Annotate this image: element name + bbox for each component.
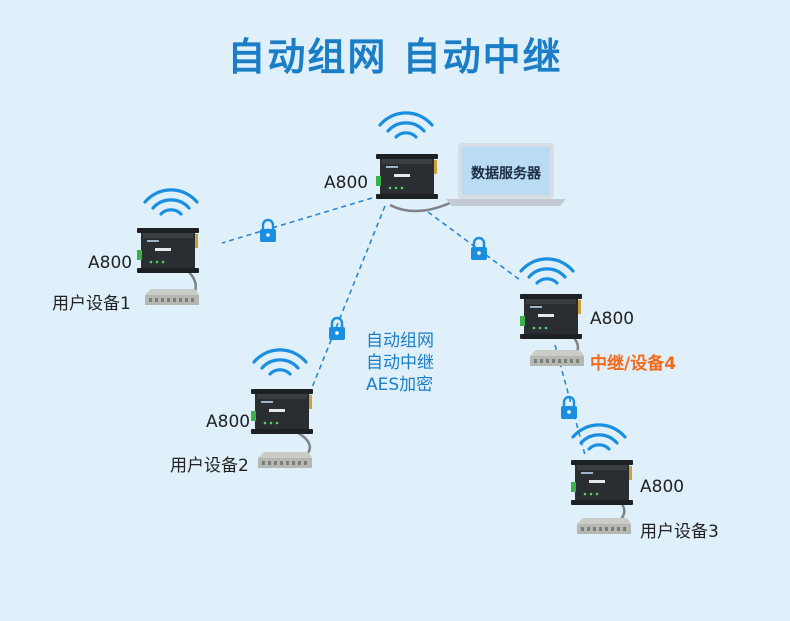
wifi-icon [378,111,434,139]
note-line-auto-network: 自动组网 [366,331,434,351]
router-bottom-left [251,389,313,434]
bottom-right-model-label: A800 [640,477,685,497]
server-label: 数据服务器 [471,166,541,182]
relay-device-4-label: 中继/设备4 [590,354,677,374]
link-center-left [221,197,373,244]
link-center-bottomleft [302,205,386,411]
lock-icon [258,218,278,244]
lock-icon [559,395,579,421]
router-right [520,294,582,339]
page-title: 自动组网 自动中继 [227,35,563,79]
network-feature-note: 自动组网 自动中继 AES加密 [366,330,434,396]
lock-icon [469,236,489,262]
lock-icon [327,316,347,342]
user-device-2-icon [258,452,312,468]
wifi-icon [143,188,199,216]
wifi-icon [519,257,575,285]
user-device-3-label: 用户设备3 [640,522,719,542]
center-model-label: A800 [324,173,369,193]
user-device-2-label: 用户设备2 [170,456,249,476]
router-bottom-right [571,460,633,505]
relay-device-4-icon [530,350,584,366]
bottom-left-model-label: A800 [206,412,251,432]
note-line-auto-relay: 自动中继 [366,353,434,373]
laptop-icon [446,143,566,206]
wifi-icon [571,423,627,451]
right-model-label: A800 [590,309,635,329]
user-device-3-icon [577,518,631,534]
wifi-icon [252,348,308,376]
user-device-1-label: 用户设备1 [52,294,131,314]
user-device-1-icon [145,289,199,305]
note-line-aes: AES加密 [366,375,434,395]
router-center [376,154,438,199]
left-model-label: A800 [88,253,133,273]
router-left [137,228,199,273]
